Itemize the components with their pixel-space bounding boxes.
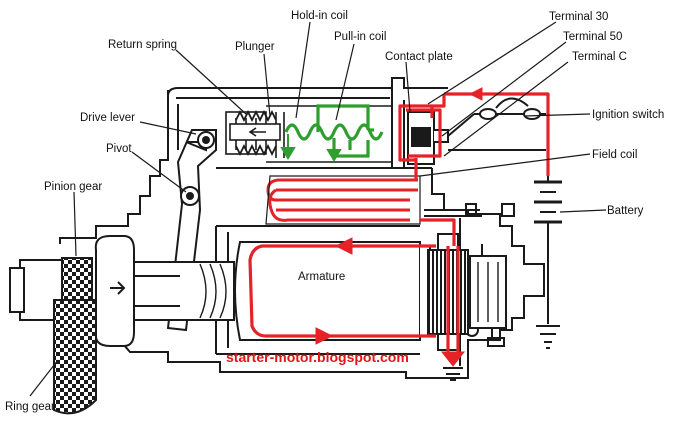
label-drive-lever: Drive lever <box>80 112 135 124</box>
ground-symbol-battery <box>536 325 560 349</box>
return-spring <box>235 109 277 157</box>
current-arrows <box>315 87 483 367</box>
label-return-spring: Return spring <box>108 39 177 51</box>
label-terminal-c: Terminal C <box>572 51 627 63</box>
watermark: starter-motor.blogspot.com <box>226 349 409 365</box>
labels: Hold-in coil Terminal 30 Pull-in coil Te… <box>5 10 664 413</box>
label-pull-in-coil: Pull-in coil <box>334 31 386 43</box>
label-field-coil: Field coil <box>592 149 637 161</box>
battery <box>534 176 562 324</box>
leader-lines <box>29 21 607 397</box>
label-terminal-30: Terminal 30 <box>549 11 608 23</box>
main-current-path <box>248 92 550 352</box>
field-coil <box>266 178 418 222</box>
label-battery: Battery <box>607 205 644 217</box>
hold-in-coil <box>280 134 342 162</box>
overrunning-clutch <box>94 235 135 347</box>
label-ignition-switch: Ignition switch <box>592 109 664 121</box>
field-coil-outline <box>265 175 421 225</box>
solenoid <box>225 105 392 163</box>
label-contact-plate: Contact plate <box>385 51 453 63</box>
label-ring-gear: Ring gear <box>5 401 55 413</box>
label-terminal-50: Terminal 50 <box>563 31 622 43</box>
ignition-switch <box>447 97 546 151</box>
label-armature: Armature <box>298 271 345 283</box>
ground-symbol-motor <box>443 367 463 381</box>
pull-in-coil <box>284 104 384 158</box>
commutator <box>427 233 507 351</box>
label-pivot: Pivot <box>106 143 132 155</box>
armature <box>234 241 431 341</box>
ring-gear <box>53 299 97 415</box>
label-pinion-gear: Pinion gear <box>44 181 102 193</box>
label-hold-in-coil: Hold-in coil <box>291 10 348 22</box>
label-plunger: Plunger <box>235 41 275 53</box>
